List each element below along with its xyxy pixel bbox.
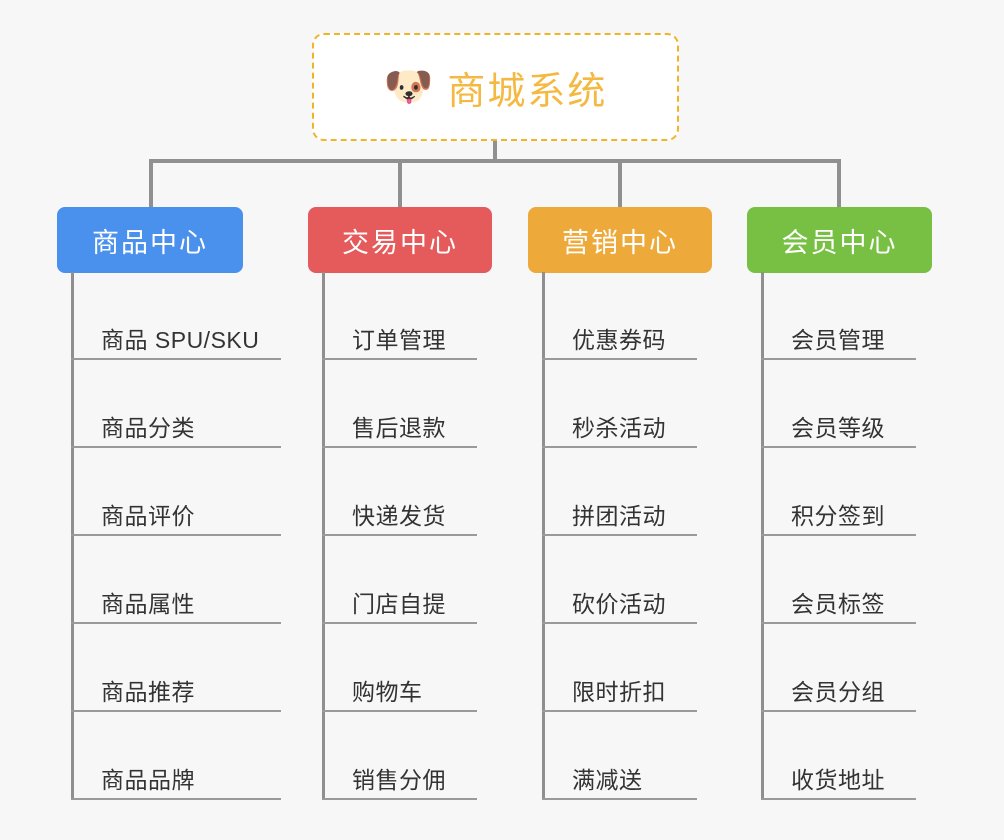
leaf-item[interactable]: 优惠券码 [542,272,697,360]
leaf-item-label: 快递发货 [352,503,446,529]
leaf-item[interactable]: 会员分组 [761,624,916,712]
branch-connector-marketing-center [618,159,622,208]
leaf-item-label: 订单管理 [352,327,446,353]
category-label: 商品中心 [92,227,208,258]
leaf-item[interactable]: 砍价活动 [542,536,697,624]
leaf-item-label: 限时折扣 [572,679,666,705]
dog-face-icon: 🐶 [383,65,434,109]
leaf-item[interactable]: 满减送 [542,712,697,800]
leaf-item-label: 商品 SPU/SKU [101,327,260,353]
leaf-item-label: 积分签到 [791,503,885,529]
leaf-item[interactable]: 会员等级 [761,360,916,448]
leaf-item[interactable]: 会员管理 [761,272,916,360]
leaf-item[interactable]: 快递发货 [322,448,477,536]
category-card-member-center[interactable]: 会员中心 [747,207,932,273]
branch-connector-member-center [837,159,841,208]
root-connector-stem [493,141,497,163]
leaf-item-label: 满减送 [572,767,643,793]
leaf-item[interactable]: 商品分类 [71,360,281,448]
category-label: 营销中心 [562,227,678,258]
leaf-item[interactable]: 秒杀活动 [542,360,697,448]
leaf-item-label: 购物车 [352,679,423,705]
leaf-item-label: 销售分佣 [352,767,446,793]
leaf-item-label: 秒杀活动 [572,415,666,441]
leaf-item-label: 会员分组 [791,679,885,705]
root-node-title: 商城系统 [447,70,608,113]
category-card-trade-center[interactable]: 交易中心 [308,207,492,273]
category-card-marketing-center[interactable]: 营销中心 [528,207,712,273]
leaf-item[interactable]: 商品 SPU/SKU [71,272,281,360]
leaf-item[interactable]: 收货地址 [761,712,916,800]
leaf-item[interactable]: 订单管理 [322,272,477,360]
leaf-item[interactable]: 会员标签 [761,536,916,624]
leaf-item[interactable]: 商品推荐 [71,624,281,712]
root-node[interactable]: 🐶 商城系统 [312,33,679,141]
leaf-item-label: 会员管理 [791,327,885,353]
leaf-item-label: 收货地址 [791,767,885,793]
leaf-item-label: 商品推荐 [101,679,195,705]
leaf-item-label: 会员等级 [791,415,885,441]
branch-connector-product-center [149,159,153,208]
leaf-item-label: 拼团活动 [572,503,666,529]
leaf-item[interactable]: 售后退款 [322,360,477,448]
leaf-item-label: 售后退款 [352,415,446,441]
leaf-item-label: 优惠券码 [572,327,666,353]
category-label: 会员中心 [781,227,898,258]
column-rail-member-center [761,272,764,800]
leaf-item[interactable]: 门店自提 [322,536,477,624]
branch-connector-trade-center [398,159,402,208]
column-rail-product-center [71,272,74,800]
leaf-item[interactable]: 商品品牌 [71,712,281,800]
category-label: 交易中心 [342,227,458,258]
leaf-item-label: 商品属性 [101,591,195,617]
leaf-item[interactable]: 商品评价 [71,448,281,536]
leaf-item[interactable]: 购物车 [322,624,477,712]
leaf-item[interactable]: 积分签到 [761,448,916,536]
leaf-item-label: 会员标签 [791,591,885,617]
leaf-item[interactable]: 限时折扣 [542,624,697,712]
leaf-item[interactable]: 销售分佣 [322,712,477,800]
leaf-item[interactable]: 拼团活动 [542,448,697,536]
category-card-product-center[interactable]: 商品中心 [57,207,243,273]
leaf-item-label: 砍价活动 [572,591,666,617]
leaf-item-label: 商品分类 [101,415,195,441]
root-connector-bus [149,159,840,163]
leaf-item[interactable]: 商品属性 [71,536,281,624]
leaf-item-label: 商品品牌 [101,767,195,793]
leaf-item-label: 商品评价 [101,503,195,529]
leaf-item-label: 门店自提 [352,591,446,617]
column-rail-marketing-center [542,272,545,800]
column-rail-trade-center [322,272,325,800]
